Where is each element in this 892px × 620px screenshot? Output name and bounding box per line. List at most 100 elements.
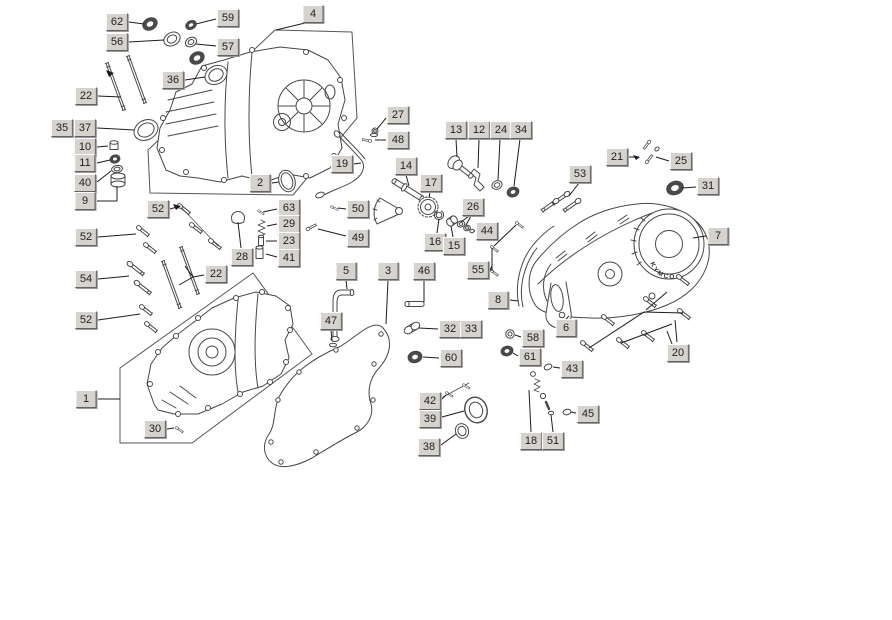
leader-line-55 [493, 224, 517, 247]
part-label-24[interactable]: 24 [489, 121, 513, 139]
leader-line-43 [552, 366, 561, 369]
part-label-29[interactable]: 29 [277, 215, 301, 233]
part-label-52[interactable]: 52 [74, 228, 98, 246]
upper-crankcase-half-drawing [156, 46, 347, 183]
part-label-60[interactable]: 60 [439, 349, 463, 367]
part-label-11[interactable]: 11 [74, 154, 96, 172]
part-label-48[interactable]: 48 [386, 131, 410, 149]
part-label-30[interactable]: 30 [143, 420, 167, 438]
leader-line-20 [643, 311, 684, 314]
leader-line-31 [681, 186, 697, 189]
part-label-57[interactable]: 57 [216, 38, 240, 56]
part-label-45[interactable]: 45 [576, 405, 600, 423]
part-label-61[interactable]: 61 [518, 348, 542, 366]
part-label-20[interactable]: 20 [666, 344, 690, 362]
outer-cover-drawing: KYMCO [528, 202, 710, 329]
bearing-retainer-oval [278, 169, 296, 193]
part-label-44[interactable]: 44 [475, 222, 499, 240]
part-label-36[interactable]: 36 [161, 71, 185, 89]
part-label-15[interactable]: 15 [442, 237, 466, 255]
part-label-32[interactable]: 32 [438, 320, 462, 338]
part-label-19[interactable]: 19 [330, 155, 354, 173]
leader-line-49 [317, 228, 347, 237]
part-label-17[interactable]: 17 [419, 174, 443, 192]
part-label-50[interactable]: 50 [346, 200, 370, 218]
leader-line-5 [345, 279, 348, 290]
leader-line-24 [497, 138, 501, 181]
leader-line-54 [97, 275, 130, 280]
detent-chain-18-51 [530, 371, 555, 416]
leader-line-32 [418, 327, 439, 330]
part-label-62[interactable]: 62 [105, 13, 129, 31]
part-label-23[interactable]: 23 [277, 232, 301, 250]
part-label-34[interactable]: 34 [509, 121, 533, 139]
leader-line-53 [568, 182, 580, 197]
part-label-56[interactable]: 56 [105, 33, 129, 51]
part-label-2[interactable]: 2 [249, 174, 271, 192]
part-label-33[interactable]: 33 [459, 320, 483, 338]
leader-line-16 [436, 218, 440, 234]
part-label-12[interactable]: 12 [467, 121, 491, 139]
part-label-4[interactable]: 4 [302, 5, 324, 23]
leader-line-57 [195, 43, 217, 47]
part-label-52[interactable]: 52 [146, 200, 170, 218]
part-label-31[interactable]: 31 [696, 177, 720, 195]
part-label-26[interactable]: 26 [461, 198, 485, 216]
part-label-55[interactable]: 55 [466, 261, 490, 279]
leader-line-11 [96, 159, 111, 164]
leader-line-4 [275, 22, 306, 31]
part-label-13[interactable]: 13 [444, 121, 468, 139]
part-label-42[interactable]: 42 [418, 392, 442, 410]
part-label-37[interactable]: 37 [73, 119, 97, 137]
part-label-51[interactable]: 51 [541, 432, 565, 450]
leader-line-52 [169, 206, 178, 210]
part-label-49[interactable]: 49 [346, 229, 370, 247]
part-label-54[interactable]: 54 [74, 270, 98, 288]
part-label-3[interactable]: 3 [377, 262, 399, 280]
part-label-22[interactable]: 22 [74, 87, 98, 105]
part-label-63[interactable]: 63 [277, 199, 301, 217]
leader-line-14 [405, 174, 410, 187]
part-label-5[interactable]: 5 [335, 262, 357, 280]
part-label-58[interactable]: 58 [521, 329, 545, 347]
leader-line-56 [128, 39, 165, 43]
part-label-35[interactable]: 35 [50, 119, 74, 137]
part-label-7[interactable]: 7 [707, 227, 729, 245]
part-label-25[interactable]: 25 [669, 152, 693, 170]
part-label-59[interactable]: 59 [216, 9, 240, 27]
part-label-18[interactable]: 18 [519, 432, 543, 450]
leader-line-52 [97, 233, 137, 238]
part-label-40[interactable]: 40 [73, 174, 97, 192]
part-label-46[interactable]: 46 [412, 262, 436, 280]
part-label-28[interactable]: 28 [230, 248, 254, 266]
part-label-41[interactable]: 41 [277, 249, 301, 267]
part-label-47[interactable]: 47 [319, 312, 343, 330]
part-label-21[interactable]: 21 [605, 148, 629, 166]
leader-line-20 [645, 291, 668, 311]
part-label-39[interactable]: 39 [418, 410, 442, 428]
part-label-14[interactable]: 14 [394, 157, 418, 175]
cylinder-studs-drawing [104, 54, 201, 310]
leader-line-3 [385, 279, 389, 325]
leader-line-36 [184, 76, 206, 81]
plunger-stack-drawing [231, 209, 266, 259]
inner-cover-edge-drawing [516, 225, 555, 308]
breather-pipe-drawing [329, 288, 425, 364]
leader-line-27 [376, 117, 387, 130]
part-label-43[interactable]: 43 [560, 360, 584, 378]
leader-line-2 [271, 181, 280, 184]
part-label-9[interactable]: 9 [74, 192, 96, 210]
leader-line-62 [128, 21, 145, 25]
part-label-6[interactable]: 6 [555, 319, 577, 337]
leader-line-10 [96, 145, 109, 148]
part-label-27[interactable]: 27 [386, 106, 410, 124]
leader-line-22 [178, 276, 194, 286]
part-label-53[interactable]: 53 [568, 165, 592, 183]
part-label-22[interactable]: 22 [204, 265, 228, 283]
part-label-52[interactable]: 52 [74, 311, 98, 329]
leader-line-38 [440, 433, 457, 446]
leader-line-60 [422, 356, 440, 359]
part-label-8[interactable]: 8 [487, 291, 509, 309]
part-label-38[interactable]: 38 [417, 438, 441, 456]
part-label-1[interactable]: 1 [75, 390, 97, 408]
